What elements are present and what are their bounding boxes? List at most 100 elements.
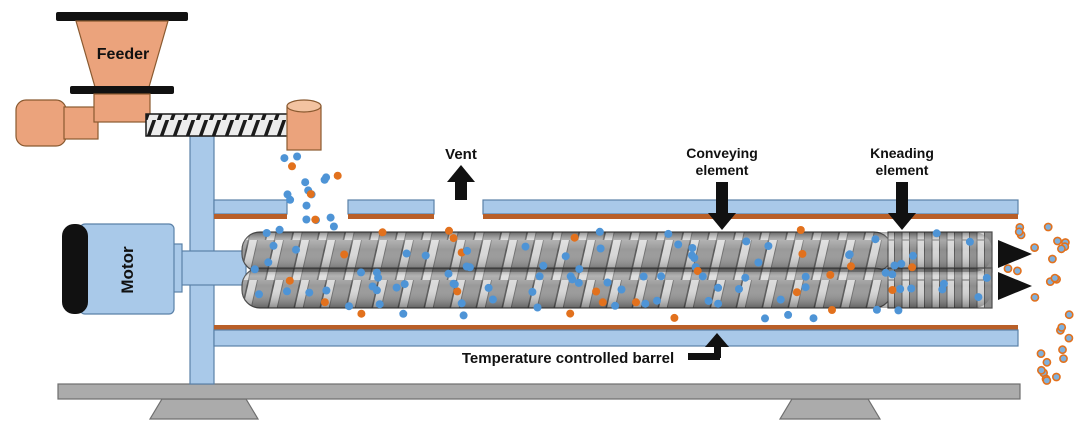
base-foot-right [778,398,882,420]
particle-barrel-mix [603,278,612,287]
particle-barrel-mix [372,268,381,277]
particle-barrel-mix [255,290,263,299]
particle-exit-fall [1064,310,1074,320]
particle-barrel-mix [264,258,273,267]
barrel-top-liner-left [214,214,287,219]
particle-barrel-mix [632,298,640,307]
base-platform [57,383,1021,400]
particle-barrel-mix [570,233,579,242]
particle-barrel-mix [881,268,890,277]
annotations: Vent Conveying element Kneading element … [445,145,934,367]
particle-barrel-mix [450,280,459,289]
die-exit-arrow-top [998,240,1032,268]
feed-drop-cylinder [286,99,322,151]
barrel-arrow-shaft-h [688,353,720,360]
particle-barrel-mix [561,252,570,261]
particle-feed-drop [280,154,289,163]
particle-exit-fall [1058,345,1067,355]
particle-barrel-mix [596,244,605,253]
particle-feed-drop [326,213,335,222]
particle-barrel-mix [283,287,291,296]
particle-barrel-mix [462,262,471,271]
particle-exit-spray [1057,244,1066,254]
particle-barrel-mix [592,287,601,296]
feeder-top-bar [56,12,188,21]
particle-exit-spray [1030,292,1040,302]
particle-barrel-mix [741,273,750,282]
particle-barrel-mix [847,262,855,271]
conveying-label-line1: Conveying [686,145,758,161]
particle-barrel-mix [664,229,673,238]
particle-exit-fall [1064,333,1074,343]
particle-barrel-mix [674,240,683,249]
particle-barrel-mix [888,286,897,294]
particle-barrel-mix [754,258,763,267]
particle-barrel-mix [574,278,583,287]
particle-barrel-mix [872,305,881,314]
particle-barrel-mix [392,283,401,292]
barrel [213,199,1019,347]
particle-barrel-mix [894,306,903,315]
particle-barrel-mix [809,314,818,323]
vent-arrow [447,165,475,200]
particle-barrel-mix [796,226,805,234]
particle-exit-fall [1037,365,1046,375]
particle-feed-drop [286,195,295,204]
particle-barrel-mix [698,272,707,281]
particle-barrel-mix [463,246,472,255]
particle-barrel-mix [871,235,880,244]
particle-exit-fall [1036,349,1046,358]
particle-exit-fall [1052,372,1061,382]
particle-barrel-mix [399,309,408,318]
barrel-bottom-liner [214,325,1018,330]
barrel-arrow-head [705,333,729,347]
barrel-bottom-wall [213,329,1019,347]
screw-bottom-shading [242,268,992,308]
particle-barrel-mix [617,285,626,294]
particle-feed-drop [301,178,310,187]
conveying-arrow-shaft [716,182,728,214]
particle-barrel-mix [453,287,462,296]
particle-exit-spray [1013,266,1022,276]
die-exit-arrow-bottom [998,272,1032,300]
particle-barrel-mix [285,276,294,285]
particle-barrel-mix [275,225,284,234]
kneading-label-line1: Kneading [870,145,934,161]
particle-barrel-mix [798,249,807,258]
particle-feed-drop [311,215,320,224]
particle-barrel-mix [521,242,530,251]
particle-exit-fall [1059,354,1068,363]
kneading-arrow [888,182,916,230]
particle-barrel-mix [375,300,384,309]
particle-barrel-mix [653,296,661,305]
vent-arrow-head [447,165,475,182]
particle-barrel-mix [484,283,493,292]
particle-barrel-mix [378,228,387,237]
particle-barrel-mix [826,270,835,279]
barrel-top-wall-right [482,199,1019,215]
particle-barrel-mix [801,283,810,292]
particle-barrel-mix [888,270,897,279]
particle-barrel-mix [801,272,810,281]
particle-barrel-mix [322,286,331,295]
screw-top-shading [242,232,992,272]
particle-barrel-mix [566,309,575,318]
motor-end-cap [62,224,88,314]
particle-barrel-mix [292,245,300,254]
particle-exit-fall [1042,376,1052,385]
particle-exit-spray [1043,222,1053,232]
feeder-screw-tube [145,113,303,137]
barrel-arrow [688,333,729,360]
particle-barrel-mix [690,254,699,262]
particle-barrel-mix [611,301,620,310]
particle-barrel-mix [742,237,751,246]
particle-barrel-mix [444,269,453,278]
particle-barrel-mix [714,283,723,292]
particle-barrel-mix [639,272,648,281]
kneading-arrow-shaft [896,182,908,214]
particle-exit-spray [1048,254,1057,264]
particle-barrel-mix [345,302,353,311]
feeder-drive-neck [63,106,99,140]
particle-barrel-mix [357,309,366,318]
